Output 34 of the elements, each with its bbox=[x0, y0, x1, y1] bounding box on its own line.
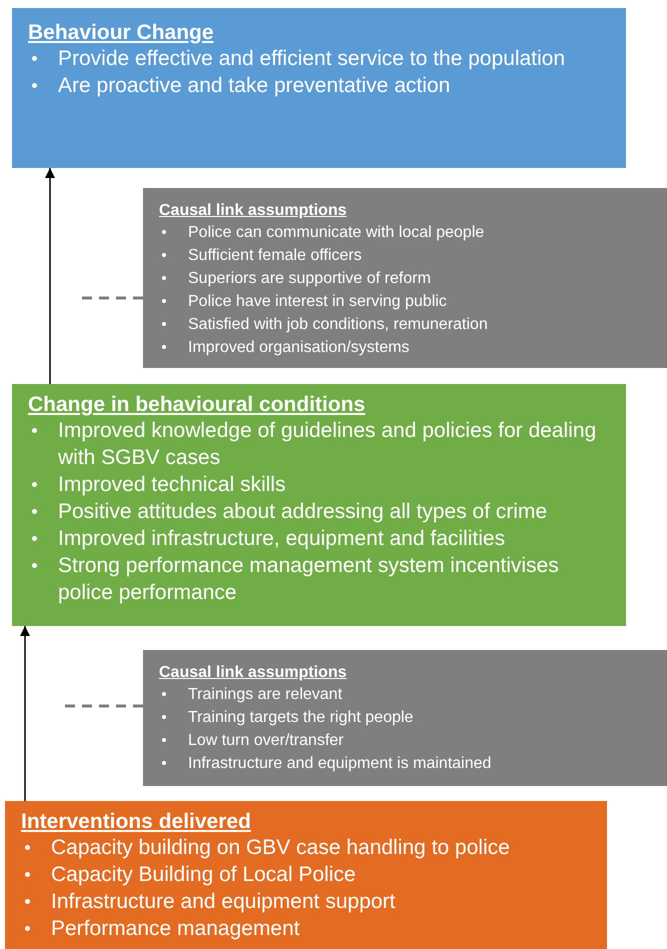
bullet-item: Satisfied with job conditions, remuneration bbox=[159, 313, 651, 336]
bullet-item: Police have interest in serving public bbox=[159, 290, 651, 313]
bullet-item: Training targets the right people bbox=[159, 706, 651, 729]
interventions-box bbox=[5, 801, 607, 949]
bullet-item: Police can communicate with local people bbox=[159, 221, 651, 244]
box-heading: Change in behavioural conditions bbox=[28, 392, 366, 417]
bullet-item: Infrastructure and equipment support bbox=[21, 888, 591, 915]
bullet-item: Capacity building on GBV case handling to police bbox=[21, 834, 591, 861]
bullet-item: Trainings are relevant bbox=[159, 683, 651, 706]
bullet-item: Improved infrastructure, equipment and facilities bbox=[28, 525, 610, 552]
bullet-item: Low turn over/transfer bbox=[159, 729, 651, 752]
arrow bbox=[20, 626, 30, 801]
conditions-box bbox=[12, 384, 626, 626]
assumptions-box bbox=[143, 188, 667, 368]
outcome-box bbox=[12, 8, 626, 168]
box-heading: Behaviour Change bbox=[28, 20, 215, 45]
bullet-item: Performance management bbox=[21, 915, 591, 942]
dashed-connector bbox=[80, 296, 143, 300]
bullet-item: Capacity Building of Local Police bbox=[21, 861, 591, 888]
bullet-item: Improved organisation/systems bbox=[159, 336, 651, 359]
bullet-item: Improved technical skills bbox=[28, 471, 610, 498]
box-heading: Interventions delivered bbox=[21, 809, 252, 834]
bullet-item: Are proactive and take preventative action bbox=[28, 72, 610, 99]
bullet-item: Provide effective and efficient service to the population bbox=[28, 45, 610, 72]
bullet-item: Superiors are supportive of reform bbox=[159, 267, 651, 290]
box-heading: Causal link assumptions bbox=[159, 663, 348, 683]
bullet-item: Positive attitudes about addressing all types of crime bbox=[28, 498, 610, 525]
bullet-item: Infrastructure and equipment is maintained bbox=[159, 752, 651, 775]
arrow bbox=[45, 168, 55, 384]
bullet-item: Sufficient female officers bbox=[159, 244, 651, 267]
bullet-item: Improved knowledge of guidelines and policies for dealing with SGBV cases bbox=[28, 417, 610, 471]
box-heading: Causal link assumptions bbox=[159, 201, 348, 221]
bullet-item: Strong performance management system incentivises police performance bbox=[28, 552, 610, 606]
assumptions-box bbox=[143, 650, 667, 786]
